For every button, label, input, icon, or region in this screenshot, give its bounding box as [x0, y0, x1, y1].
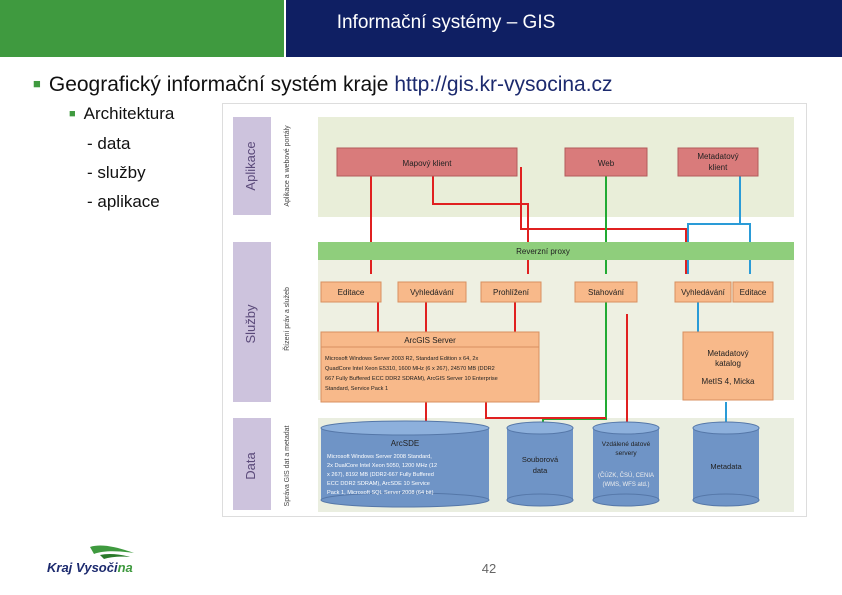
data-side-label: Správa GIS dat a metadat [284, 425, 291, 506]
arcsde-cylinder-body [321, 428, 489, 500]
sluzby-side-label: Řízení práv a služeb [282, 287, 291, 351]
sluzby-layer-label: Služby [243, 304, 258, 344]
souborova-cylinder-top [506, 421, 574, 435]
data-layer-label: Data [243, 452, 258, 480]
metadata-catalog-line3: MetIS 4, Micka [702, 377, 755, 386]
data-layer-label-box [233, 418, 271, 510]
slide-header-title: Informační systémy – GIS [336, 12, 556, 33]
arcsde-spec-line: 2x DualCore Intel Xeon 5050, 1200 MHz (1… [327, 463, 437, 469]
metadata-cylinder-body [693, 428, 759, 500]
aplikace-side-label: Aplikace a webové portály [284, 125, 291, 207]
metadata-cylinder-label: Metadata [710, 462, 742, 471]
app-mapovy-klient-label: Mapový klient [403, 159, 453, 168]
metadata-catalog-line1: Metadatový [707, 349, 748, 358]
bullet-gis: ■ Geografický informační systém kraje htt… [33, 73, 613, 97]
app-metadatovy-klient-label-1: Metadatový [697, 152, 738, 161]
page-number: 42 [481, 561, 497, 576]
subitem-sluzby: - služby [87, 163, 146, 182]
reverse-proxy-label: Reverzní proxy [516, 247, 570, 256]
souborova-cylinder-body [507, 428, 573, 500]
connector-line [485, 402, 606, 419]
vzdalene-cylinder-top [592, 421, 660, 435]
arcsde-spec-line: Pack 1, Microsoft SQL Server 2008 (64 bi… [327, 490, 434, 496]
souborova-line1: Souborová [522, 455, 559, 464]
bullet2-text: Architektura [83, 104, 175, 123]
arcgis-spec-line: Microsoft Windows Server 2003 R2, Standa… [325, 356, 478, 362]
arcsde-cylinder-bottom [320, 492, 490, 508]
arcsde-spec-line: ECC DDR2 SDRAM), ArcSDE 10 Service [327, 481, 430, 487]
metadata-catalog-line2: katalog [715, 359, 741, 368]
app-metadatovy-klient-label-2: klient [709, 163, 728, 172]
gis-url-link[interactable]: http://gis.kr-vysocina.cz [394, 73, 613, 96]
vzdalene-line3: (ČÚZK, ČSÚ, CENIA [598, 472, 654, 479]
reverse-proxy-bar [318, 242, 794, 260]
service-editace-2-label: Editace [740, 288, 767, 297]
logo-text-main: Kraj Vysoči [47, 560, 118, 575]
header-green-bar [0, 0, 284, 57]
arcgis-spec-line: 667 Fully Buffered ECC DDR2 SDRAM), ArcG… [325, 376, 498, 382]
bullet-square-icon: ■ [69, 108, 76, 120]
sluzby-layer-label-box [233, 242, 271, 402]
vzdalene-cylinder-bottom [592, 493, 660, 507]
arcgis-spec-line: QuadCore Intel Xeon E5310, 1600 MHz (6 x… [325, 366, 495, 372]
service-prohlizeni [480, 281, 542, 303]
arcsde-spec-line: Microsoft Windows Server 2008 Standard, [327, 454, 432, 460]
service-editace [320, 281, 382, 303]
service-vyhledavani-2 [674, 281, 732, 303]
souborova-line2: data [533, 466, 548, 475]
vzdalene-line1: Vzdálené datové [602, 441, 651, 448]
arcgis-server-title: ArcGIS Server [404, 336, 456, 345]
connector-line [432, 167, 529, 274]
app-web [564, 147, 648, 177]
bullet-square-icon: ■ [33, 76, 41, 91]
subitem-data: - data [87, 134, 131, 153]
aplikace-layer-label-box [233, 117, 271, 215]
vzdalene-cylinder-body [593, 428, 659, 500]
app-metadatovy-klient [677, 147, 759, 177]
app-mapovy-klient [336, 147, 518, 177]
arcsde-cylinder-top [320, 420, 490, 436]
souborova-cylinder-bottom [506, 493, 574, 507]
service-vyhledavani [397, 281, 467, 303]
header-navy-bar [286, 0, 842, 57]
service-vyhledavani-2-label: Vyhledávání [681, 288, 726, 297]
app-web-label: Web [598, 159, 615, 168]
service-stahovani [574, 281, 638, 303]
footer-area [0, 523, 842, 595]
service-prohlizeni-label: Prohlížení [493, 288, 530, 297]
service-editace-2 [732, 281, 774, 303]
bullet-architektura: ■ Architektura [69, 104, 174, 124]
vzdalene-line4: (WMS, WFS atd.) [603, 482, 650, 488]
vzdalene-line2: servery [615, 450, 637, 457]
metadata-catalog-box [682, 331, 774, 401]
logo-text-accent: na [117, 560, 133, 575]
metadata-cylinder-bottom [692, 493, 760, 507]
bullet1-text: Geografický informační systém kraje [48, 73, 395, 96]
logo-text: Kraj Vysočina [47, 560, 133, 575]
metadata-cylinder-top [692, 421, 760, 435]
service-stahovani-label: Stahování [588, 288, 625, 297]
subitem-aplikace: - aplikace [87, 192, 160, 211]
service-editace-label: Editace [338, 288, 365, 297]
arcgis-server-box [320, 331, 540, 403]
kraj-vysocina-logo-icon [90, 545, 134, 559]
aplikace-layer-label: Aplikace [243, 141, 258, 190]
service-vyhledavani-label: Vyhledávání [410, 288, 455, 297]
arcsde-spec-line: x 267), 8192 MB (DDR2-667 Fully Buffered [327, 472, 434, 478]
architecture-diagram: Aplikace Služby Data Aplikace a webové p… [222, 103, 807, 517]
arcsde-title: ArcSDE [391, 439, 419, 448]
arcgis-spec-line: Standard, Service Pack 1 [325, 386, 388, 392]
